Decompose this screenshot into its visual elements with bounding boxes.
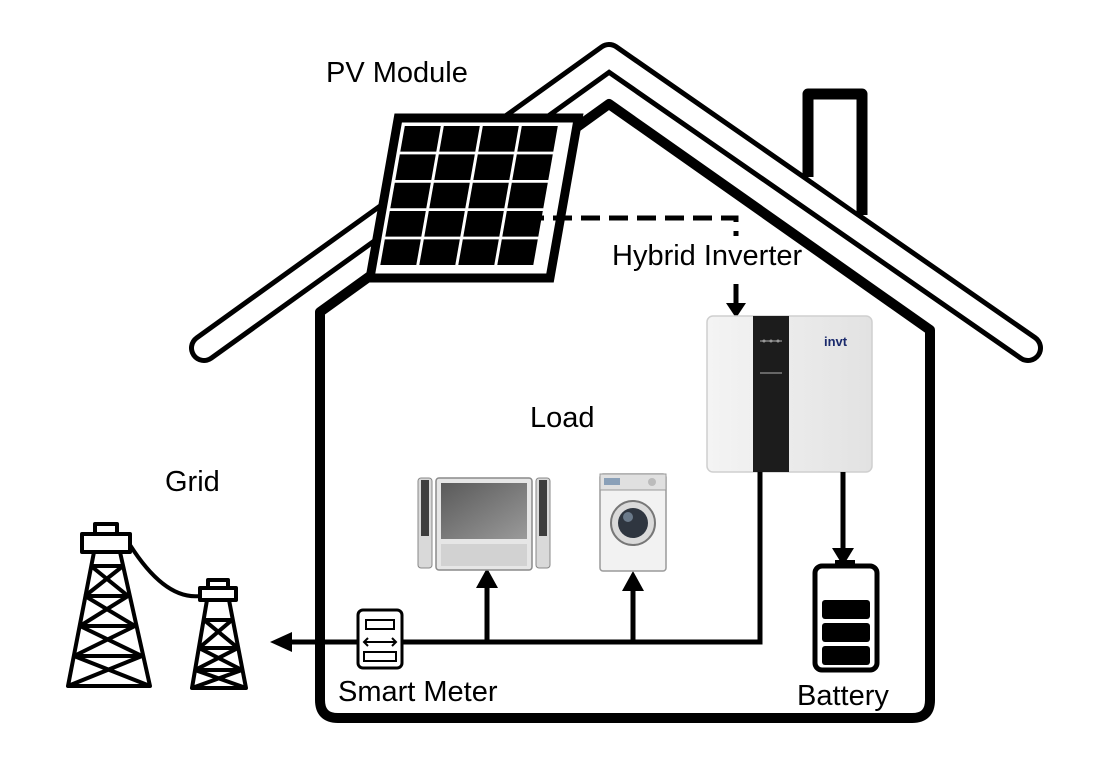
pv-to-inverter-line [525, 215, 739, 305]
pv-cell [439, 126, 480, 152]
pv-cell [434, 154, 475, 180]
load-label: Load [530, 402, 595, 434]
hybrid-inverter-label: Hybrid Inverter [612, 240, 803, 272]
pv-cell [507, 182, 548, 209]
inverter-brand-logo: invt [824, 334, 848, 349]
house-chimney [802, 88, 868, 215]
pv-module-label: PV Module [326, 57, 468, 89]
arrow-up-tv-icon [476, 568, 498, 588]
grid-tower-icon [66, 522, 248, 690]
pv-cell [429, 182, 470, 209]
pv-cell [497, 239, 538, 266]
pv-cell [512, 154, 553, 180]
arrow-into-battery-icon [832, 548, 854, 566]
hybrid-inverter-icon: invt [706, 315, 873, 473]
pv-cell [463, 211, 504, 237]
grid-label: Grid [165, 466, 220, 498]
pv-cell [458, 239, 499, 266]
pv-cell [419, 239, 460, 266]
pv-cell [395, 154, 436, 180]
pv-cell [468, 182, 509, 209]
pv-cell [380, 239, 421, 266]
battery-label: Battery [797, 680, 889, 712]
arrow-up-washer-icon [622, 571, 644, 591]
battery-icon [812, 560, 880, 673]
pv-cell [390, 182, 431, 209]
pv-cell [400, 126, 441, 152]
pv-cell [473, 154, 514, 180]
arrow-to-grid-icon [270, 632, 292, 652]
arrow-into-inverter-icon [726, 303, 746, 318]
pv-cell [478, 126, 519, 152]
house-roof [189, 42, 1043, 363]
pv-cell [424, 211, 465, 237]
pv-module-icon [364, 113, 584, 283]
smart-meter-label: Smart Meter [338, 676, 498, 708]
house-walls [315, 99, 935, 723]
pv-cell [502, 211, 543, 237]
pv-cell [517, 126, 558, 152]
washing-machine-icon [599, 473, 667, 572]
pv-cell [385, 211, 426, 237]
ac-bus-line [400, 472, 763, 645]
tv-icon [417, 477, 551, 571]
smart-meter-icon [356, 608, 404, 670]
